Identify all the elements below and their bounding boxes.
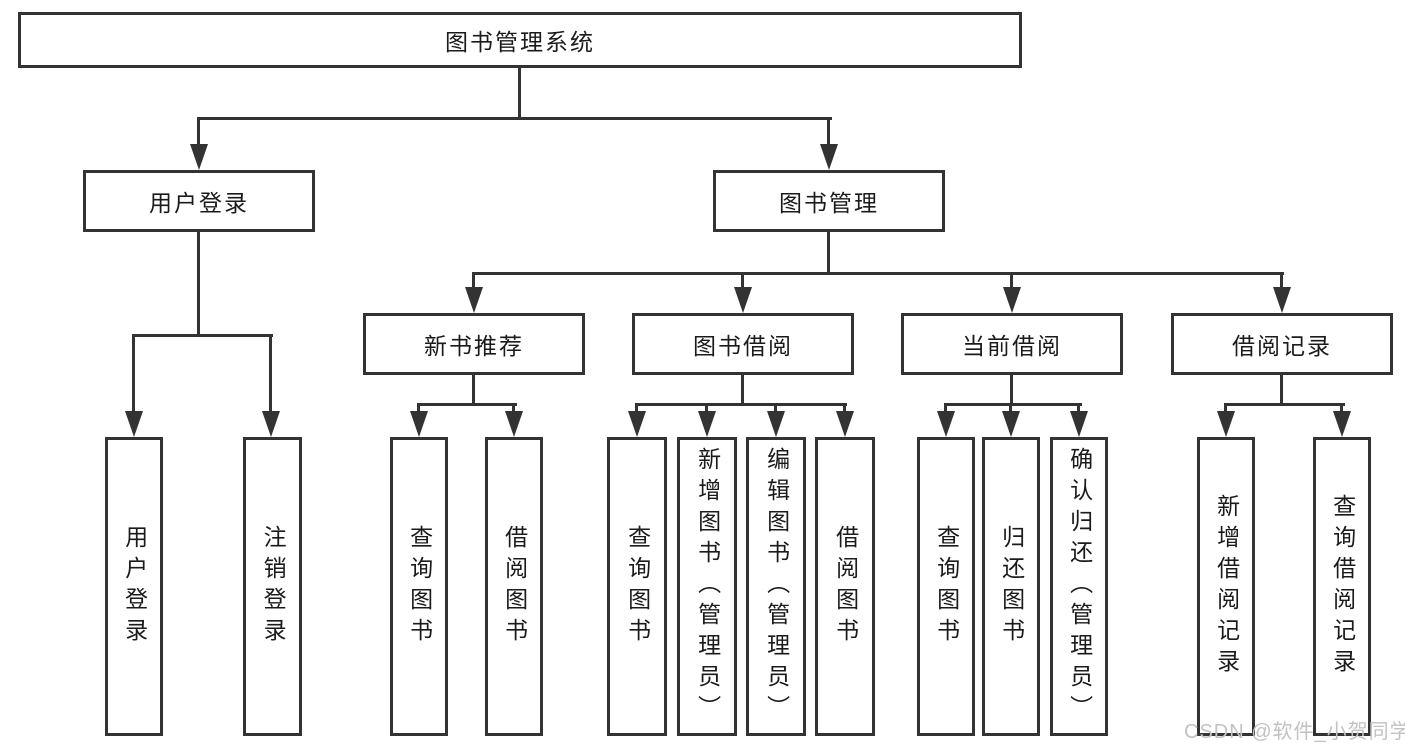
node-book-management: 图书管理 — [713, 170, 945, 232]
connector-line — [518, 67, 521, 120]
arrowhead-down-icon — [698, 411, 716, 437]
leaf-query-borrow-record: 查询借阅记录 — [1313, 437, 1371, 736]
node-user-login: 用户登录 — [83, 170, 315, 232]
leaf-edit-books-admin: 编辑图书（管理员） — [746, 437, 806, 736]
arrowhead-down-icon — [1217, 411, 1235, 437]
arrowhead-down-icon — [767, 411, 785, 437]
connector-line — [1280, 272, 1283, 289]
connector-line — [197, 117, 200, 147]
connector-line — [1077, 403, 1080, 413]
arrowhead-down-icon — [836, 411, 854, 437]
arrowhead-down-icon — [262, 411, 280, 437]
connector-line — [1280, 375, 1283, 406]
arrowhead-down-icon — [1003, 287, 1021, 313]
connector-line — [944, 403, 947, 413]
connector-line — [269, 334, 272, 411]
connector-line — [197, 117, 832, 120]
connector-line — [635, 403, 847, 406]
arrowhead-down-icon — [505, 411, 523, 437]
connector-line — [472, 272, 1284, 275]
connector-line — [512, 403, 515, 413]
node-current-borrowing: 当前借阅 — [901, 313, 1123, 375]
leaf-confirm-return-admin: 确认归还（管理员） — [1050, 437, 1108, 736]
watermark: CSDN @软件_小贺同学 — [1184, 721, 1405, 743]
connector-line — [705, 403, 708, 413]
leaf-user-login: 用户登录 — [105, 437, 163, 736]
connector-line — [1224, 403, 1227, 413]
connector-line — [472, 375, 475, 406]
leaf-logout-login: 注销登录 — [243, 437, 302, 736]
arrowhead-down-icon — [190, 144, 208, 170]
connector-line — [1340, 403, 1343, 413]
node-borrowing-records: 借阅记录 — [1171, 313, 1393, 375]
leaf-borrow-books-newrec: 借阅图书 — [485, 437, 543, 736]
connector-line — [635, 403, 638, 413]
node-new-book-recommend: 新书推荐 — [363, 313, 585, 375]
arrowhead-down-icon — [1002, 411, 1020, 437]
connector-line — [827, 232, 830, 275]
connector-line — [741, 375, 744, 406]
leaf-add-books-admin: 新增图书（管理员） — [677, 437, 737, 736]
connector-line — [417, 403, 517, 406]
connector-line — [741, 272, 744, 289]
arrowhead-down-icon — [465, 287, 483, 313]
arrowhead-down-icon — [1070, 411, 1088, 437]
connector-line — [1010, 375, 1013, 406]
connector-line — [944, 403, 1082, 406]
arrowhead-down-icon — [734, 287, 752, 313]
connector-line — [1224, 403, 1345, 406]
connector-line — [132, 334, 135, 411]
node-book-borrowing: 图书借阅 — [632, 313, 854, 375]
connector-line — [132, 334, 273, 337]
leaf-query-books-newrec: 查询图书 — [390, 437, 448, 736]
arrowhead-down-icon — [820, 144, 838, 170]
connector-line — [774, 403, 777, 413]
connector-line — [472, 272, 475, 289]
arrowhead-down-icon — [937, 411, 955, 437]
connector-line — [1010, 272, 1013, 289]
connector-line — [827, 117, 830, 147]
arrowhead-down-icon — [410, 411, 428, 437]
connector-line — [417, 403, 420, 413]
arrowhead-down-icon — [1273, 287, 1291, 313]
connector-line — [1009, 403, 1012, 413]
leaf-query-books-borrowing: 查询图书 — [607, 437, 667, 736]
node-root: 图书管理系统 — [18, 12, 1022, 68]
leaf-return-books: 归还图书 — [982, 437, 1040, 736]
leaf-borrow-books-borrowing: 借阅图书 — [815, 437, 875, 736]
connector-line — [197, 232, 200, 337]
arrowhead-down-icon — [1333, 411, 1351, 437]
arrowhead-down-icon — [628, 411, 646, 437]
connector-line — [843, 403, 846, 413]
leaf-query-books-current: 查询图书 — [917, 437, 975, 736]
leaf-add-borrow-record: 新增借阅记录 — [1197, 437, 1255, 736]
arrowhead-down-icon — [125, 411, 143, 437]
